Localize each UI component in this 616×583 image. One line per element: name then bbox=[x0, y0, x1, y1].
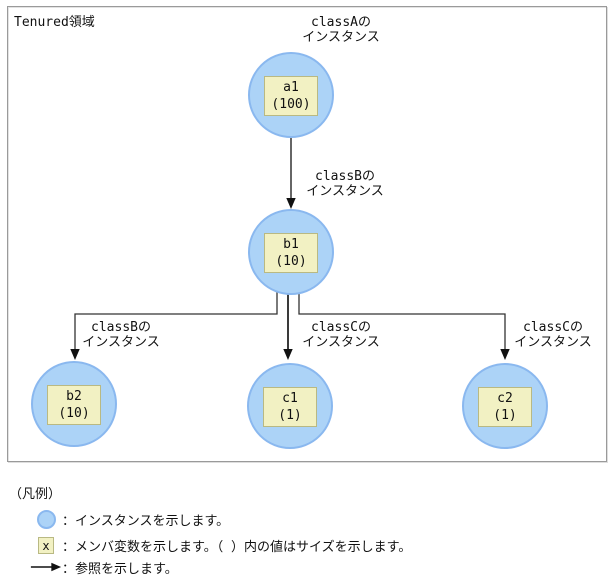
member-name: b1 bbox=[283, 237, 299, 252]
class-label-b1: classBの インスタンス bbox=[285, 169, 405, 199]
member-size: (100) bbox=[271, 97, 311, 112]
class-label-line1: classCの bbox=[311, 320, 371, 335]
class-label-line2: インスタンス bbox=[302, 335, 380, 350]
member-variable-box-icon: x bbox=[38, 537, 54, 554]
instance-circle-icon bbox=[36, 509, 56, 529]
edge-b1-b2 bbox=[74, 291, 278, 350]
instance-node-b1: b1 (10) bbox=[248, 209, 334, 295]
legend-item-member-variable: x ：メンバ変数を示します。（ ）内の値はサイズを示します。 bbox=[30, 536, 411, 555]
arrowhead-b2-icon bbox=[70, 349, 80, 360]
instance-node-c1: c1 (1) bbox=[247, 363, 333, 449]
class-label-line1: classBの bbox=[91, 320, 151, 335]
tenured-area-frame bbox=[7, 6, 607, 462]
member-name: c2 bbox=[497, 391, 513, 406]
tenured-area-label: Tenured領域 bbox=[14, 15, 95, 30]
class-label-line1: classBの bbox=[315, 169, 375, 184]
member-name: b2 bbox=[66, 389, 82, 404]
icon-cell bbox=[30, 509, 62, 529]
member-variable-box: b1 (10) bbox=[264, 233, 318, 273]
legend-text: ：メンバ変数を示します。（ ）内の値はサイズを示します。 bbox=[62, 540, 412, 555]
instance-node-b2: b2 (10) bbox=[31, 361, 117, 447]
class-label-c1: classCの インスタンス bbox=[281, 320, 401, 350]
class-label-b2: classBの インスタンス bbox=[61, 320, 181, 350]
class-label-line2: インスタンス bbox=[82, 335, 160, 350]
member-size: (10) bbox=[275, 254, 307, 269]
icon-cell bbox=[30, 560, 62, 574]
legend-text: ：参照を示します。 bbox=[62, 561, 178, 577]
member-name: c1 bbox=[282, 391, 298, 406]
edge-b1-c2 bbox=[298, 291, 506, 350]
member-variable-box: c2 (1) bbox=[478, 387, 532, 427]
class-label-line2: インスタンス bbox=[306, 184, 384, 199]
class-label-a1: classAの インスタンス bbox=[281, 15, 401, 45]
class-label-line1: classAの bbox=[311, 15, 371, 30]
instance-node-c2: c2 (1) bbox=[462, 363, 548, 449]
member-variable-box: b2 (10) bbox=[47, 385, 101, 425]
class-label-line2: インスタンス bbox=[514, 335, 592, 350]
class-label-line2: インスタンス bbox=[302, 30, 380, 45]
instance-node-a1: a1 (100) bbox=[248, 52, 334, 138]
legend-text: ：インスタンスを示します。 bbox=[62, 513, 230, 529]
class-label-c2: classCの インスタンス bbox=[493, 320, 613, 350]
icon-cell: x bbox=[30, 537, 62, 554]
member-size: (10) bbox=[58, 406, 90, 421]
member-name: a1 bbox=[283, 80, 299, 95]
legend-title: （凡例） bbox=[9, 487, 62, 502]
member-variable-box: a1 (100) bbox=[264, 76, 318, 116]
legend-item-reference: ：参照を示します。 bbox=[30, 559, 178, 577]
arrowhead-c1-icon bbox=[283, 349, 293, 360]
member-variable-letter: x bbox=[42, 538, 50, 553]
arrowhead-b1-icon bbox=[286, 198, 296, 209]
member-size: (1) bbox=[493, 408, 517, 423]
arrowhead-c2-icon bbox=[500, 349, 510, 360]
member-variable-box: c1 (1) bbox=[263, 387, 317, 427]
member-size: (1) bbox=[278, 408, 302, 423]
legend-item-instance: ：インスタンスを示します。 bbox=[30, 508, 229, 530]
class-label-line1: classCの bbox=[523, 320, 583, 335]
reference-arrow-icon bbox=[30, 562, 62, 572]
